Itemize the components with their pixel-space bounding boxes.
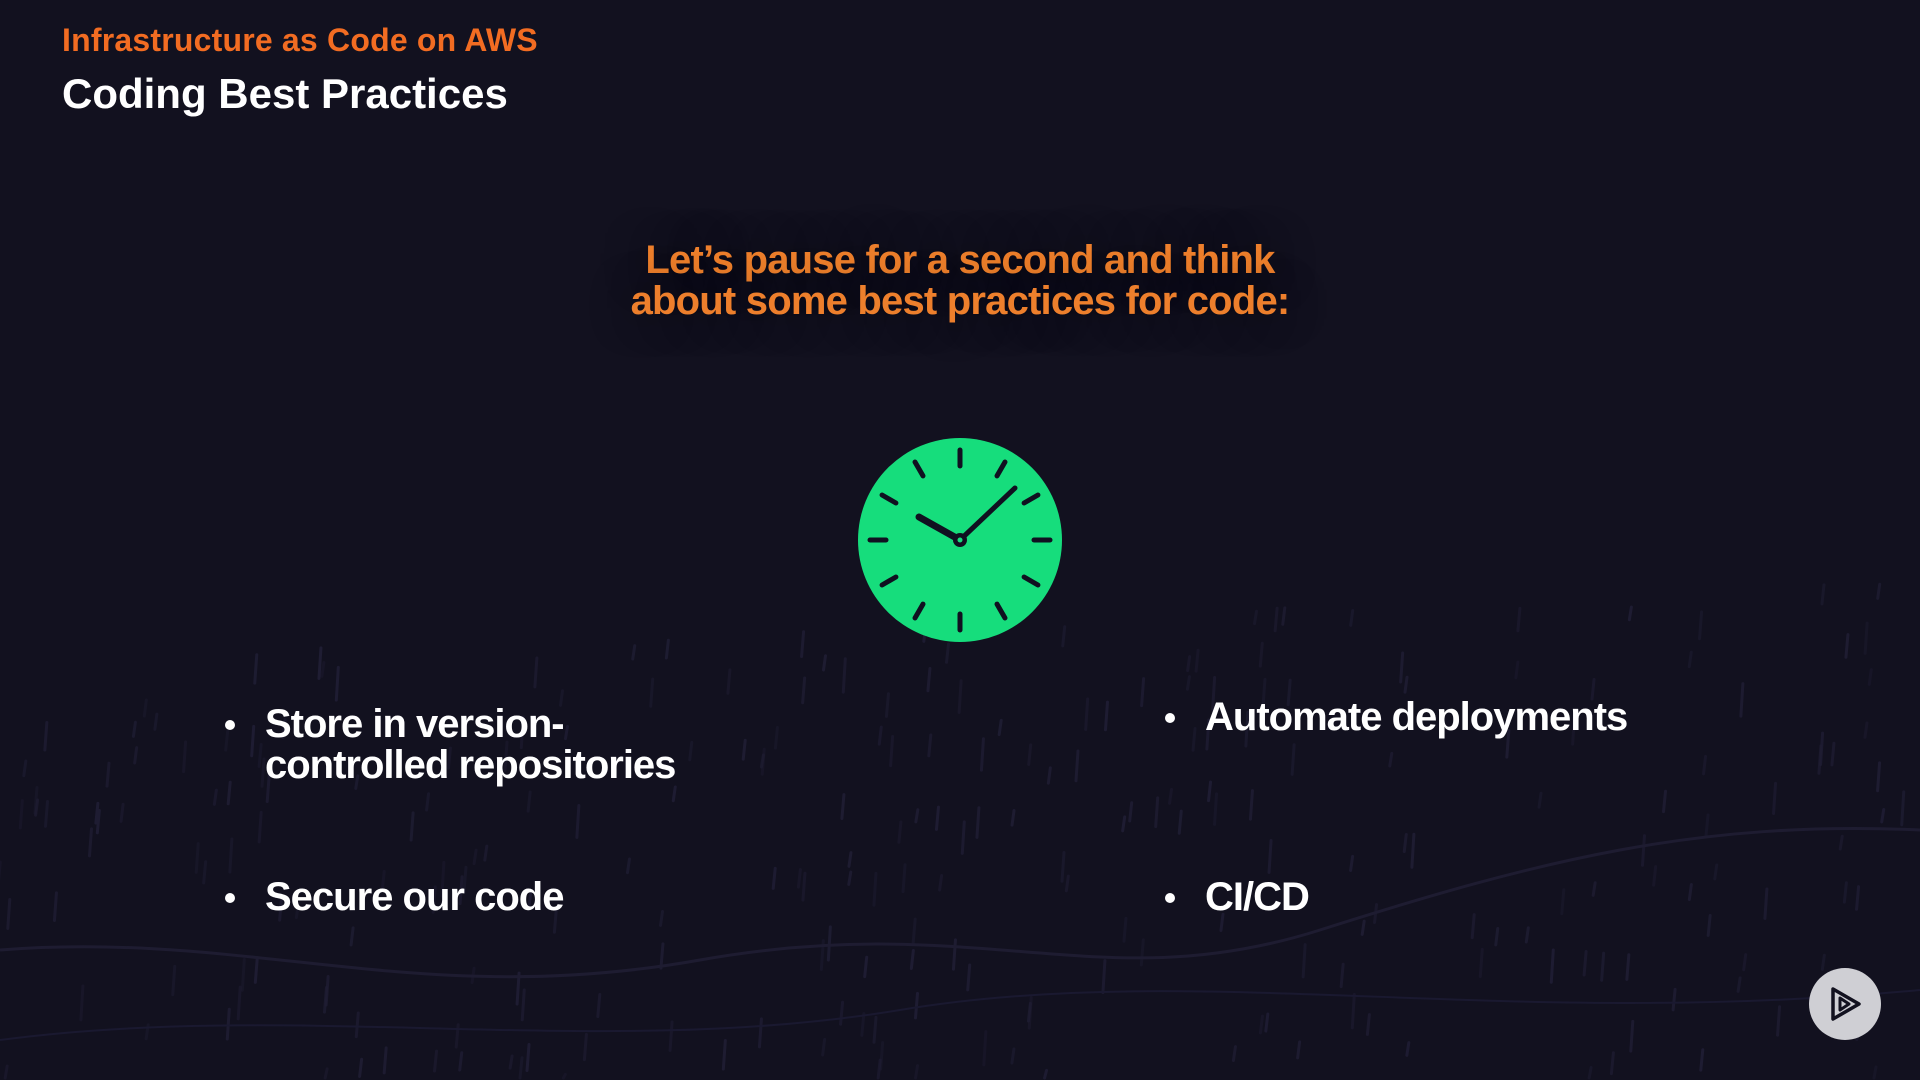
clock-tick [912,459,926,479]
prompt-line: about some best practices for code: [630,279,1291,323]
bullet-dot [225,893,235,903]
clock-tick [879,492,899,506]
clock-tick [994,601,1008,621]
prompt-line: Let’s pause for a second and think [645,238,1275,282]
page-title: Coding Best Practices [62,70,508,117]
play-button[interactable] [1809,968,1881,1040]
bullet-version-control: Store in version- controlled repositorie… [225,704,765,786]
bullet-text: Store in version- controlled repositorie… [265,702,676,787]
bullet-text: Automate deployments [1205,695,1628,739]
bullet-dot [225,720,235,730]
bullet-line: controlled repositories [265,743,676,787]
bullet-dot [1165,713,1175,723]
bullet-line: Store in version- [265,702,565,746]
clock-tick [1021,492,1041,506]
clock-tick [912,601,926,621]
prompt-text: Let’s pause for a second and think about… [560,240,1360,322]
clock-tick [994,459,1008,479]
course-title: Infrastructure as Code on AWS [62,22,538,58]
clock-tick [1021,574,1041,588]
bullet-ci-cd: CI/CD [1165,877,1565,918]
clock-icon [858,438,1062,642]
bullet-text: Secure our code [265,875,564,919]
play-icon [1831,987,1861,1021]
bullet-secure-code: Secure our code [225,877,725,918]
bullet-automate-deployments: Automate deployments [1165,697,1725,738]
bullet-dot [1165,893,1175,903]
bullet-text: CI/CD [1205,875,1310,919]
clock-tick [879,574,899,588]
